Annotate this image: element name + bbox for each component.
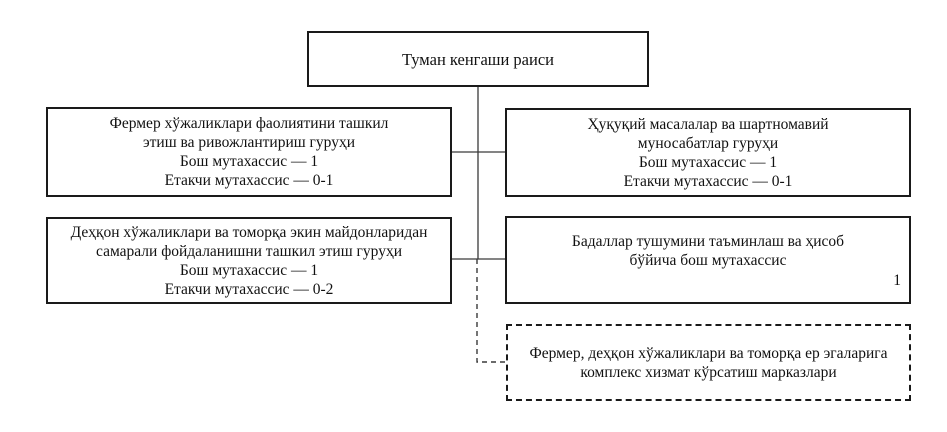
node-complex-service-centers: Фермер, деҳқон хўжаликлари ва томорқа ер… xyxy=(506,324,911,401)
node-line: самарали фойдаланишни ташкил этиш гуруҳи xyxy=(96,242,402,260)
node-line: Бош мутахассис — 1 xyxy=(179,153,319,170)
node-legal-contract-group: Ҳуқуқий масалалар ва шартномавий муносаб… xyxy=(505,108,911,197)
node-line: Ҳуқуқий масалалар ва шартномавий xyxy=(587,115,829,133)
node-line: Етакчи мутахассис — 0-2 xyxy=(164,280,334,298)
node-line: Бадаллар тушумини таъминлаш ва ҳисоб xyxy=(571,233,845,250)
node-farmer-households-group: Фермер хўжаликлари фаолиятини ташкил эти… xyxy=(46,107,452,197)
node-dehqan-households-group: Деҳқон хўжаликлари ва томорқа экин майдо… xyxy=(46,217,452,304)
root-node-title: Туман кенгаши раиси xyxy=(402,49,554,69)
node-line: Бош мутахассис — 1 xyxy=(638,153,778,171)
node-line: муносабатлар гуруҳи xyxy=(637,134,779,152)
node-line: комплекс хизмат кўрсатиш марказлари xyxy=(580,363,837,381)
node-count: 1 xyxy=(893,272,901,289)
node-line: Деҳқон хўжаликлари ва томорқа экин майдо… xyxy=(70,223,428,241)
dashed-connector xyxy=(476,259,506,363)
node-line: Етакчи мутахассис — 0-1 xyxy=(164,172,334,189)
node-line: этиш ва ривожлантириш гуруҳи xyxy=(142,134,355,151)
node-line: Етакчи мутахассис — 0-1 xyxy=(623,172,793,190)
node-line: Фермер, деҳқон хўжаликлари ва томорқа ер… xyxy=(529,344,888,362)
node-fees-accounting-specialist: Бадаллар тушумини таъминлаш ва ҳисоб бўй… xyxy=(505,216,911,304)
root-node-district-council-chair: Туман кенгаши раиси xyxy=(307,31,649,87)
node-line: Фермер хўжаликлари фаолиятини ташкил xyxy=(109,115,389,132)
node-line: Бош мутахассис — 1 xyxy=(179,261,319,279)
node-line: бўйича бош мутахассис xyxy=(629,252,787,269)
